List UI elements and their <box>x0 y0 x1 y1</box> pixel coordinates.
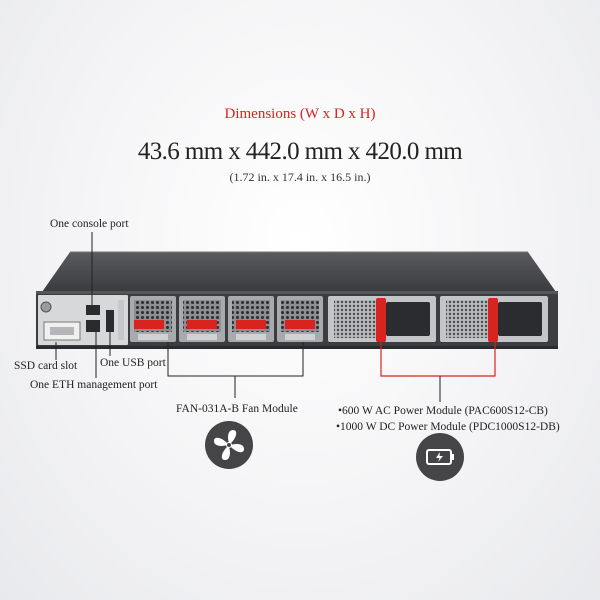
ground-screw <box>40 301 52 313</box>
leader-power-bracket <box>380 342 496 377</box>
fan-module-3 <box>228 296 274 342</box>
fan-module-2 <box>179 296 225 342</box>
chassis-top <box>42 252 556 292</box>
callout-ssd-slot: SSD card slot <box>14 360 78 372</box>
eth-mgmt-port <box>86 320 100 332</box>
callout-console-port: One console port <box>50 218 129 230</box>
callout-power-ac: •600 W AC Power Module (PAC600S12-CB) <box>338 405 548 417</box>
console-port <box>86 305 100 315</box>
usb-port <box>106 310 114 332</box>
dimensions-imperial: (1.72 in. x 17.4 in. x 16.5 in.) <box>229 170 371 184</box>
fan-icon <box>205 421 253 469</box>
callout-eth-mgmt: One ETH management port <box>30 379 158 391</box>
dimensions-metric: 43.6 mm x 442.0 mm x 420.0 mm <box>137 138 463 165</box>
power-module-1 <box>328 296 436 342</box>
callout-usb-port: One USB port <box>100 357 166 369</box>
power-module-2 <box>440 296 548 342</box>
callout-fan-module: FAN-031A-B Fan Module <box>176 403 298 415</box>
battery-icon <box>416 433 464 481</box>
callout-power-dc: •1000 W DC Power Module (PDC1000S12-DB) <box>336 421 560 433</box>
fan-module-4 <box>277 296 323 342</box>
dimensions-heading: Dimensions (W x D x H) <box>224 106 376 122</box>
fan-module-1 <box>130 296 176 342</box>
